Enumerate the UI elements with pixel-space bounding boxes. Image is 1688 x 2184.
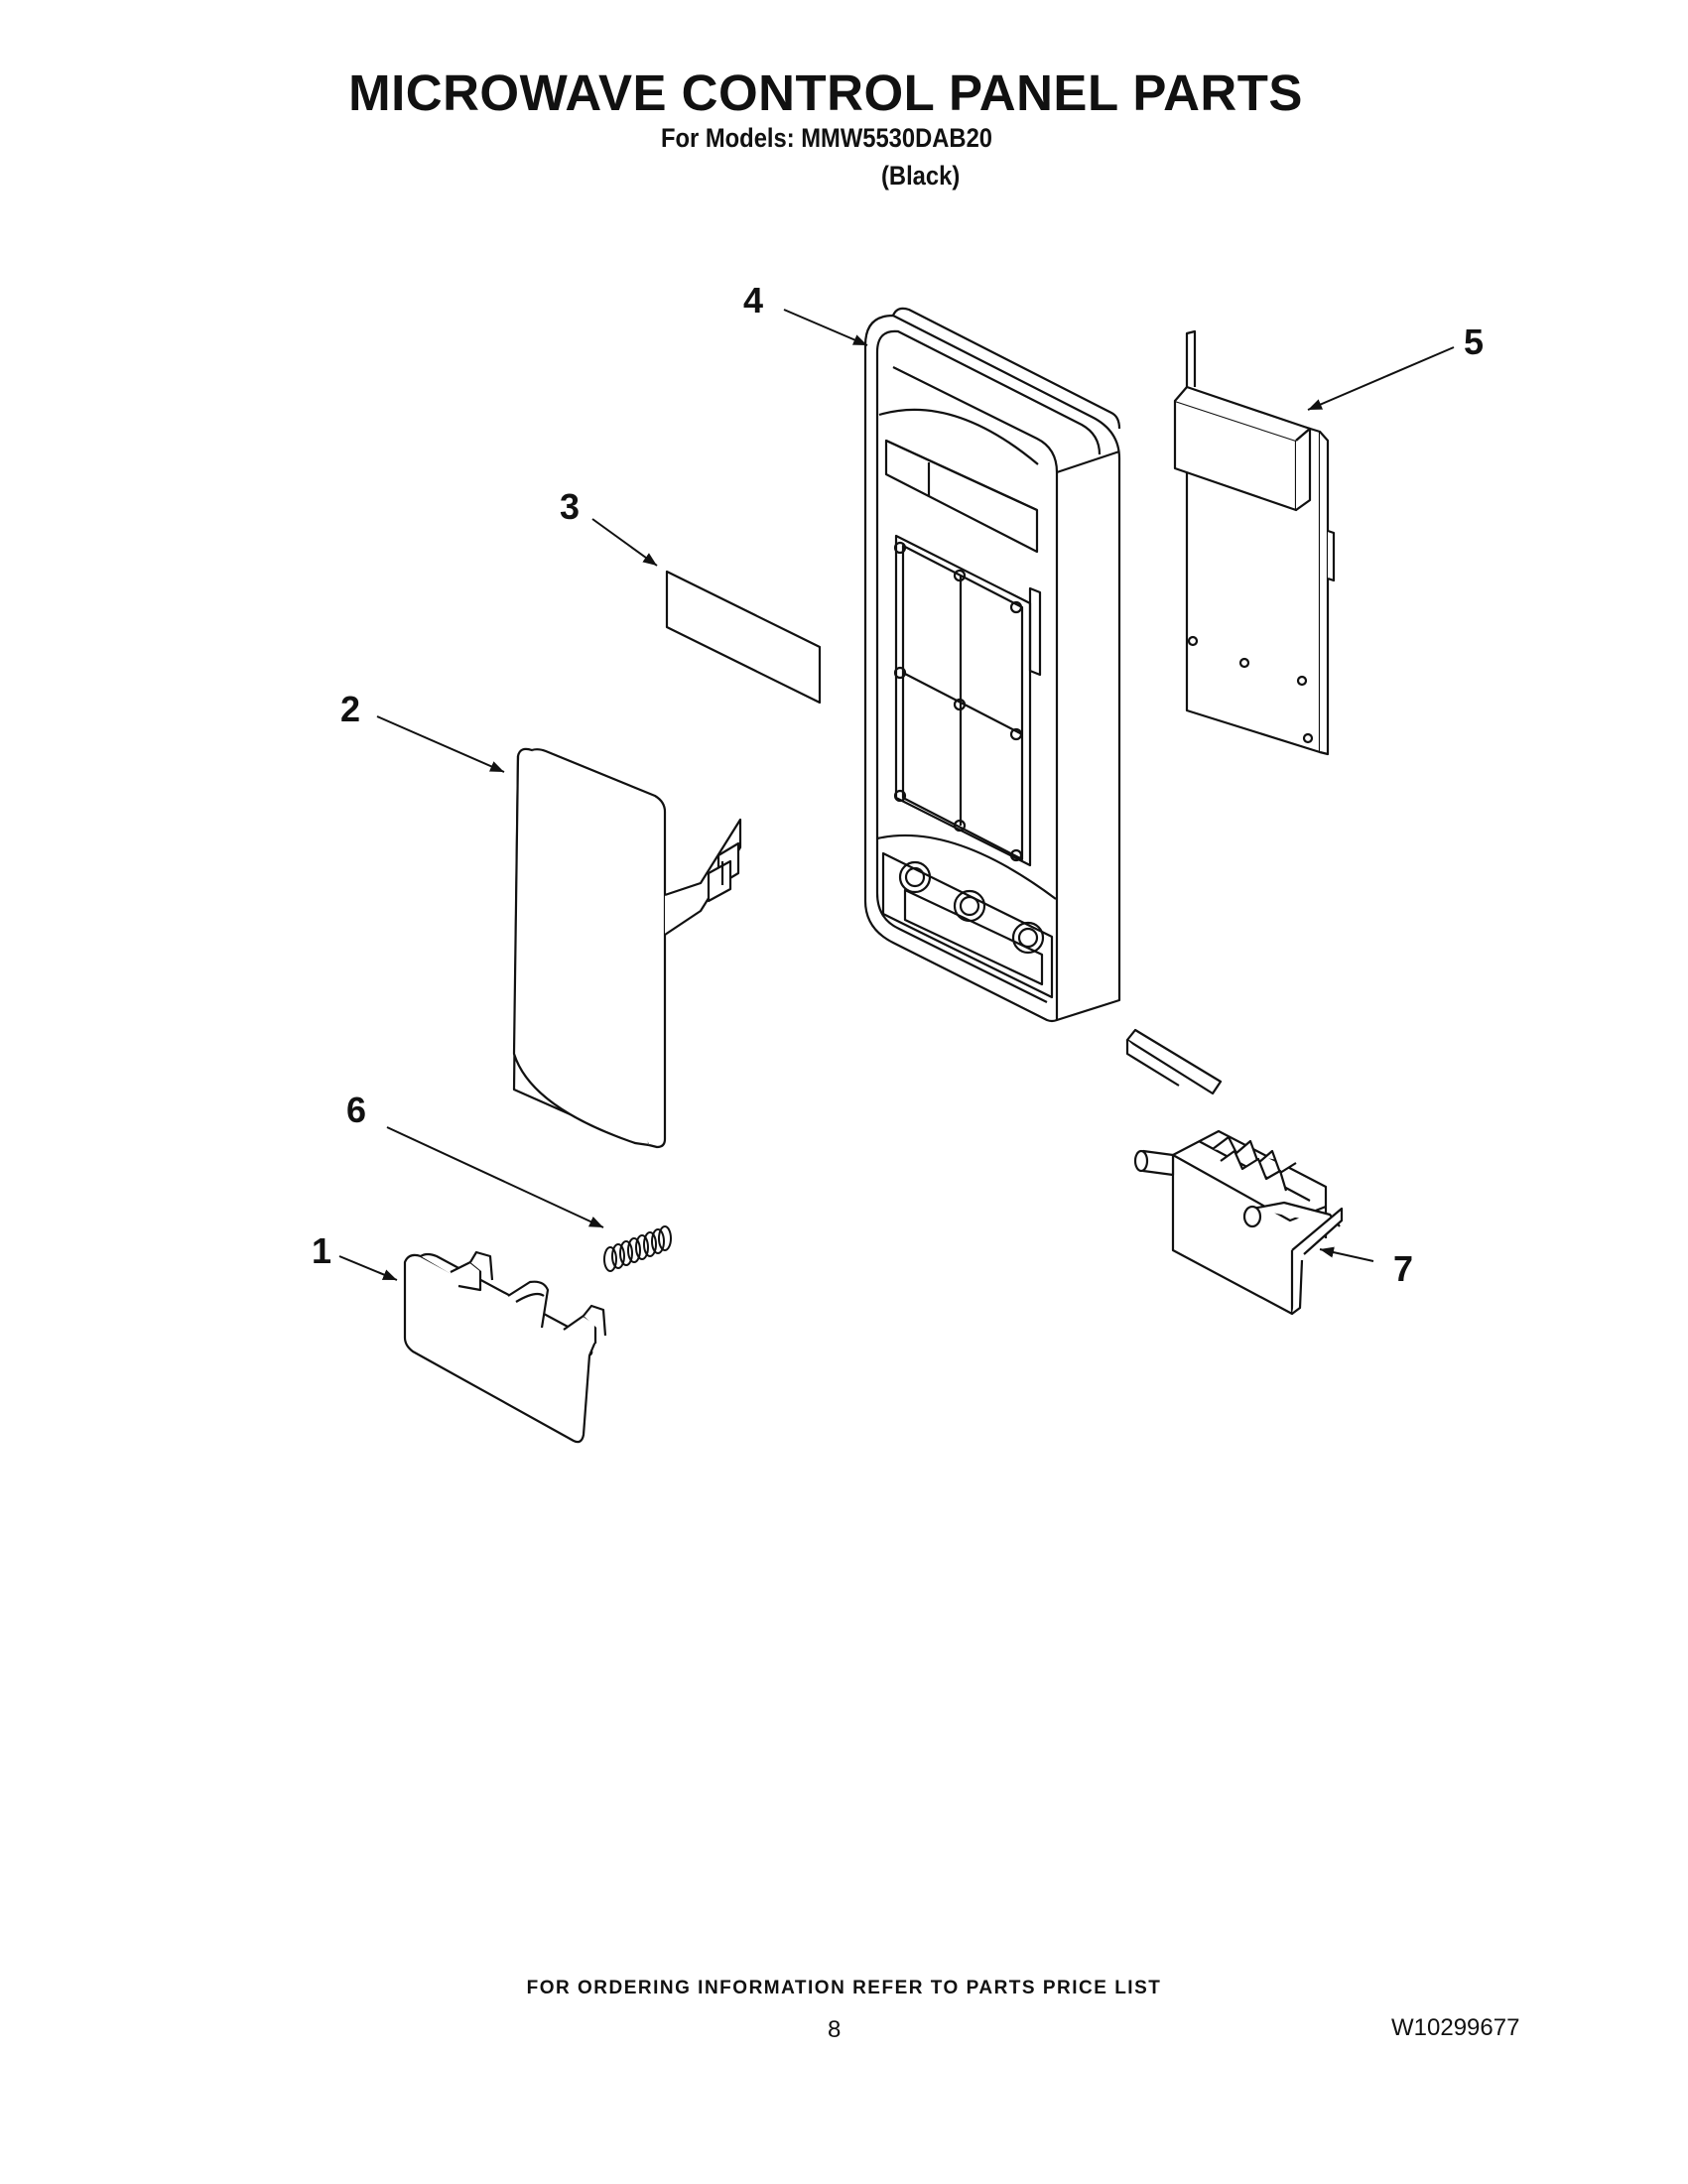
callout-4: 4 xyxy=(743,280,764,321)
color-line: (Black) xyxy=(881,161,961,191)
arrow-6 xyxy=(387,1127,603,1227)
callout-3: 3 xyxy=(560,486,581,527)
spring xyxy=(604,1226,671,1271)
door-release-button xyxy=(405,1252,605,1442)
arrow-5 xyxy=(1308,347,1454,410)
document-number: W10299677 xyxy=(1391,2014,1520,2041)
callout-5: 5 xyxy=(1464,321,1485,362)
callout-2: 2 xyxy=(340,689,361,729)
models-line: For Models: MMW5530DAB20 xyxy=(661,123,993,153)
arrow-7 xyxy=(1320,1246,1373,1261)
callout-7: 7 xyxy=(1393,1248,1414,1289)
callout-1: 1 xyxy=(312,1230,332,1271)
callout-arrows xyxy=(339,310,1454,1280)
control-panel-frame xyxy=(865,309,1119,1021)
page-number: 8 xyxy=(828,2016,842,2043)
circuit-board xyxy=(1175,331,1334,754)
door-latch-assembly xyxy=(1127,1030,1342,1314)
display-lens xyxy=(667,572,820,703)
arrow-3 xyxy=(592,519,657,566)
arrow-4 xyxy=(784,310,867,345)
arrow-1 xyxy=(339,1256,397,1280)
door-panel xyxy=(514,749,740,1147)
ordering-info-note: FOR ORDERING INFORMATION REFER TO PARTS … xyxy=(526,1978,1162,1998)
arrow-2 xyxy=(377,716,504,772)
page-title: MICROWAVE CONTROL PANEL PARTS xyxy=(348,64,1303,121)
callout-6: 6 xyxy=(346,1090,367,1130)
